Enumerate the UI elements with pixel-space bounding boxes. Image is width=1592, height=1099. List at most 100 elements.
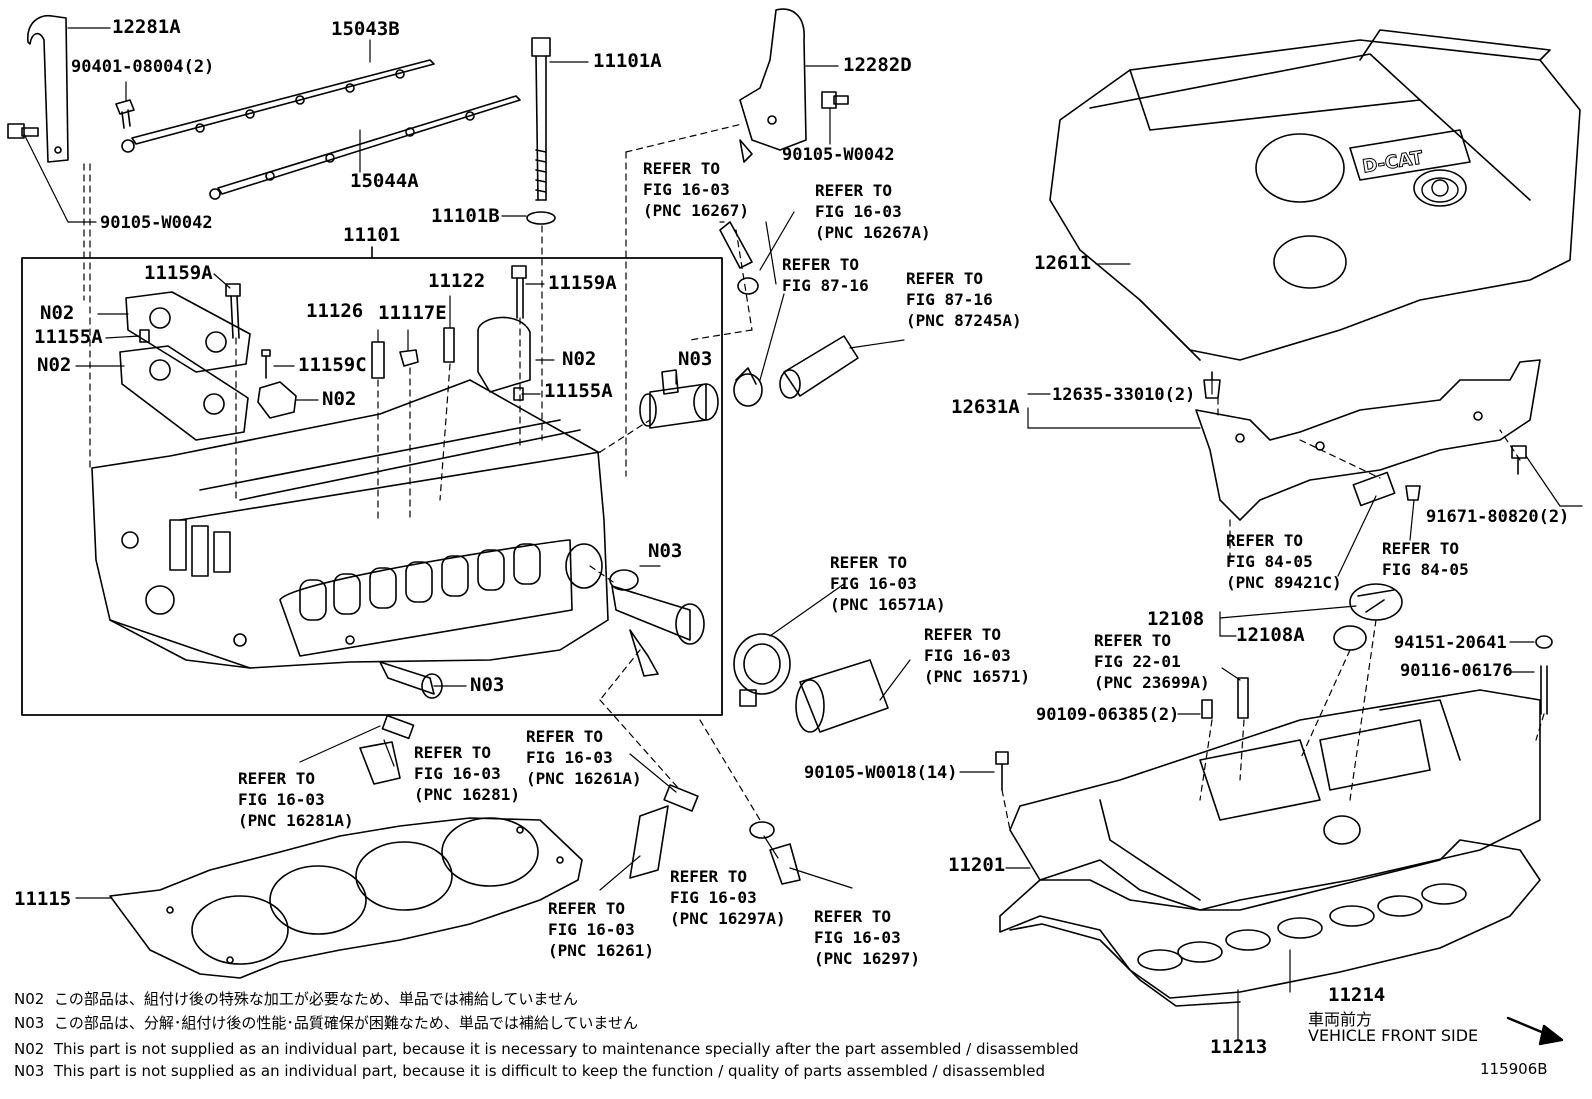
footnote-code: N03 [14,1062,45,1080]
label-12281A: 12281A [112,16,181,38]
hose-16261 [629,805,669,879]
bolt-11159C [261,349,271,379]
label-n02-d: N02 [562,348,597,370]
label-11155A-right: 11155A [544,380,613,402]
footnote-text: この部品は、組付け後の特殊な加工が必要なため、単品では補給していません [53,990,578,1008]
label-11213: 11213 [1210,1036,1268,1058]
ref-84-05: REFER TO FIG 84-05 [1382,539,1469,579]
bolt-89421C [1405,485,1421,501]
head-bolt-11101A [531,37,551,201]
label-11159A-right: 11159A [548,272,617,294]
hose-16571 [795,659,889,733]
label-11101: 11101 [343,224,401,246]
footnote-text: This part is not supplied as an individu… [53,1062,1045,1080]
water-outlet-n03-upper [639,369,719,429]
ref-16281A: REFER TO FIG 16-03 (PNC 16281A) [238,769,354,830]
ref-16267A: REFER TO FIG 16-03 (PNC 16267A) [815,181,931,242]
clamp-87-16 [733,367,763,407]
footnote-code: N03 [14,1014,45,1032]
ref-16261A: REFER TO FIG 16-03 (PNC 16261A) [526,727,642,788]
head-cover-gasket-11213 [999,839,1541,1007]
ref-16571: REFER TO FIG 16-03 (PNC 16571) [924,625,1030,686]
label-11214: 11214 [1328,984,1386,1006]
bolt-90105-W0018 [995,751,1009,791]
ref-16267: REFER TO FIG 16-03 (PNC 16267) [643,159,749,220]
bolt-11159A-left [225,283,241,339]
label-90116: 90116-06176 [1400,661,1513,681]
footnote-code: N02 [14,990,45,1008]
label-n03-a: N03 [678,348,713,370]
head-cover-11201 [1009,689,1541,911]
hose-87245A [779,335,859,399]
ref-16571A: REFER TO FIG 16-03 (PNC 16571A) [830,553,946,614]
bolt-90105-right [821,91,849,109]
ref-16261: REFER TO FIG 16-03 (PNC 16261) [548,899,654,960]
toyota-logo-icon [1421,177,1459,203]
label-11101B: 11101B [431,205,500,227]
ref-87-16: REFER TO FIG 87-16 [782,255,869,295]
footnote-2: N03 この部品は、分解･組付け後の性能･品質確保が困難なため、単品では補給して… [14,1014,638,1032]
ref-87245A: REFER TO FIG 87-16 (PNC 87245A) [906,269,1022,330]
label-11159A-left: 11159A [144,262,213,284]
hose-16297 [769,843,801,885]
harness-bracket-15044A [209,95,521,200]
water-pipe-n03-middle [609,569,705,677]
label-11101A: 11101A [593,50,662,72]
bolt-90401 [115,99,135,129]
footnote-4: N03 This part is not supplied as an indi… [14,1062,1045,1080]
label-12635: 12635-33010(2) [1052,385,1196,405]
label-n02-b: N02 [37,354,72,376]
cam-cap-lower [119,345,249,441]
label-94151: 94151-20641 [1394,633,1507,653]
union-n03-lower [379,661,443,699]
cam-cap-small [257,381,297,419]
ref-89421C: REFER TO FIG 84-05 (PNC 89421C) [1226,531,1342,592]
clamp-16281A [381,714,415,740]
label-n02-c: N02 [322,388,357,410]
stud-90116 [1540,665,1548,715]
plug-seal-11214 [1137,883,1467,971]
label-11115: 11115 [14,888,72,910]
label-90105-right: 90105-W0042 [782,145,895,165]
footnote-text: This part is not supplied as an individu… [53,1040,1079,1058]
label-12282D: 12282D [843,54,912,76]
plug-11117E [399,349,419,367]
label-11201: 11201 [948,854,1006,876]
lifting-bracket-12282D [739,8,807,163]
label-11155A-left: 11155A [34,326,103,348]
pin-11126 [371,341,385,379]
cam-cap-right [477,316,531,393]
label-12108A: 12108A [1236,624,1305,646]
label-11117E: 11117E [378,302,447,324]
clamp-16297A [749,821,775,839]
cam-cap-upper [125,291,251,373]
hose-16267 [719,221,753,269]
grommet-94151 [1535,635,1553,649]
label-90105-W0018: 90105-W0018(14) [804,763,958,783]
illustration-id: 115906B [1480,1060,1548,1078]
label-n02-a: N02 [40,302,75,324]
ref-16297A: REFER TO FIG 16-03 (PNC 16297A) [670,867,786,928]
bolt-11159A-right [511,265,527,319]
footnote-text: この部品は、分解･組付け後の性能･品質確保が困難なため、単品では補給していません [53,1014,638,1032]
footnote-3: N02 This part is not supplied as an indi… [14,1040,1079,1058]
ref-16297: REFER TO FIG 16-03 (PNC 16297) [814,907,920,968]
label-12611: 12611 [1034,252,1092,274]
clamp-16267A [737,277,759,295]
label-91671: 91671-80820(2) [1426,507,1570,527]
label-12631A: 12631A [951,396,1020,418]
head-gasket-11115 [109,817,583,979]
label-90401: 90401-08004(2) [71,57,215,77]
label-15043B: 15043B [331,18,400,40]
pin-11122 [443,327,455,363]
leader-lines [23,27,1583,1041]
assembly-lines [83,123,1545,831]
hose-16281 [359,741,401,785]
washer-11101B [526,211,556,225]
label-90105-left: 90105-W0042 [100,213,213,233]
cylinder-head-11101 [91,379,609,669]
stud-23699A [1237,677,1249,719]
label-n03-c: N03 [470,674,505,696]
footnote-code: N02 [14,1040,45,1058]
